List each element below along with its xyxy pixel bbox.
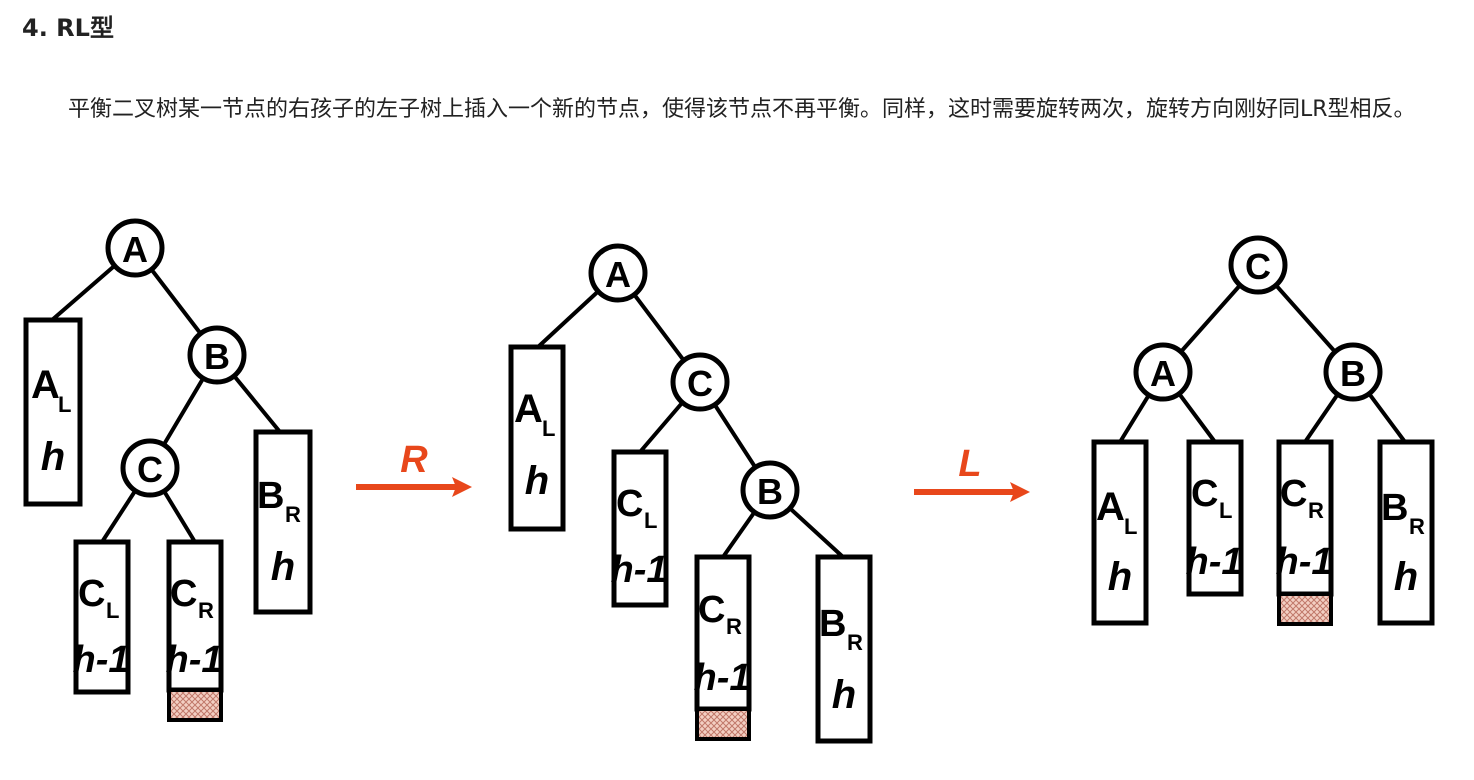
rl-rotation-diagram: A L h B R h C L h-1 C R h-1 A bbox=[0, 190, 1474, 780]
svg-text:L: L bbox=[542, 416, 555, 441]
svg-text:L: L bbox=[1219, 498, 1232, 523]
svg-text:C: C bbox=[78, 573, 105, 615]
svg-text:C: C bbox=[698, 589, 725, 631]
svg-text:B: B bbox=[1381, 487, 1408, 529]
arrow-l: L bbox=[914, 443, 1030, 502]
box-br: B R h bbox=[1377, 439, 1435, 626]
svg-text:h: h bbox=[271, 545, 295, 589]
svg-text:h: h bbox=[525, 459, 549, 503]
svg-text:A: A bbox=[605, 254, 631, 295]
svg-text:B: B bbox=[1340, 353, 1366, 394]
box-cl: C L h-1 bbox=[1186, 439, 1244, 597]
box-br: B R h bbox=[253, 429, 313, 615]
box-al: A L h bbox=[23, 317, 83, 507]
node-b: B bbox=[187, 325, 247, 385]
node-b: B bbox=[1323, 342, 1383, 402]
svg-text:h-1: h-1 bbox=[1276, 541, 1333, 583]
inserted-node-marker bbox=[1277, 592, 1333, 626]
box-cl: C L h-1 bbox=[611, 449, 669, 608]
box-cr: C R h-1 bbox=[694, 554, 752, 741]
svg-text:B: B bbox=[819, 603, 846, 645]
svg-text:h-1: h-1 bbox=[73, 639, 130, 681]
svg-text:A: A bbox=[31, 363, 60, 407]
svg-text:C: C bbox=[1280, 473, 1307, 515]
svg-text:B: B bbox=[257, 475, 284, 517]
svg-text:h: h bbox=[832, 673, 856, 717]
tree-after-left-rotation: A L h C L h-1 C R h-1 B R h C bbox=[1091, 235, 1435, 626]
svg-text:B: B bbox=[204, 336, 230, 377]
svg-text:h-1: h-1 bbox=[166, 639, 223, 681]
svg-text:C: C bbox=[170, 573, 197, 615]
tree-before: A L h B R h C L h-1 C R h-1 A bbox=[23, 218, 313, 722]
svg-text:C: C bbox=[1191, 473, 1218, 515]
svg-text:A: A bbox=[1150, 353, 1176, 394]
svg-text:R: R bbox=[847, 630, 863, 655]
svg-text:R: R bbox=[1308, 498, 1324, 523]
svg-text:R: R bbox=[1409, 514, 1425, 539]
svg-text:L: L bbox=[1124, 514, 1137, 539]
svg-text:L: L bbox=[106, 598, 119, 623]
svg-text:A: A bbox=[122, 229, 148, 270]
node-a: A bbox=[1133, 342, 1193, 402]
node-a: A bbox=[588, 243, 648, 303]
box-cr: C R h-1 bbox=[1276, 439, 1334, 626]
inserted-node-marker bbox=[167, 688, 223, 722]
box-al: A L h bbox=[1091, 439, 1149, 626]
section-heading: 4. RL型 bbox=[22, 14, 114, 42]
node-a: A bbox=[105, 218, 165, 278]
svg-text:R: R bbox=[726, 614, 742, 639]
arrow-l-label: L bbox=[958, 443, 981, 485]
svg-text:B: B bbox=[757, 471, 783, 512]
box-br: B R h bbox=[815, 554, 873, 744]
svg-text:L: L bbox=[58, 392, 71, 417]
svg-text:R: R bbox=[198, 598, 214, 623]
svg-text:R: R bbox=[285, 502, 301, 527]
arrow-r-label: R bbox=[400, 439, 428, 481]
svg-text:h-1: h-1 bbox=[694, 657, 751, 699]
svg-text:h: h bbox=[1108, 555, 1132, 599]
svg-text:L: L bbox=[644, 508, 657, 533]
svg-text:C: C bbox=[137, 449, 163, 490]
svg-text:C: C bbox=[687, 363, 713, 404]
svg-text:h: h bbox=[1394, 555, 1418, 599]
inserted-node-marker bbox=[695, 707, 751, 741]
tree-after-right-rotation: A L h C L h-1 C R h-1 B R h A bbox=[508, 243, 873, 744]
rotation-svg: A L h B R h C L h-1 C R h-1 A bbox=[23, 218, 1435, 744]
box-cr: C R h-1 bbox=[166, 539, 224, 722]
box-cl: C L h-1 bbox=[73, 539, 131, 695]
node-b: B bbox=[740, 460, 800, 520]
svg-text:C: C bbox=[1245, 246, 1271, 287]
arrow-r: R bbox=[356, 439, 472, 497]
svg-text:h: h bbox=[41, 435, 65, 479]
svg-text:C: C bbox=[616, 483, 643, 525]
node-c: C bbox=[670, 352, 730, 412]
node-c: C bbox=[1228, 235, 1288, 295]
node-c: C bbox=[120, 438, 180, 498]
svg-text:A: A bbox=[514, 387, 543, 431]
svg-text:h-1: h-1 bbox=[611, 549, 668, 591]
svg-text:A: A bbox=[1096, 485, 1125, 529]
description-paragraph: 平衡二叉树某一节点的右孩子的左子树上插入一个新的节点，使得该节点不再平衡。同样，… bbox=[68, 97, 1416, 122]
svg-text:h-1: h-1 bbox=[1186, 541, 1243, 583]
box-al: A L h bbox=[508, 344, 566, 532]
